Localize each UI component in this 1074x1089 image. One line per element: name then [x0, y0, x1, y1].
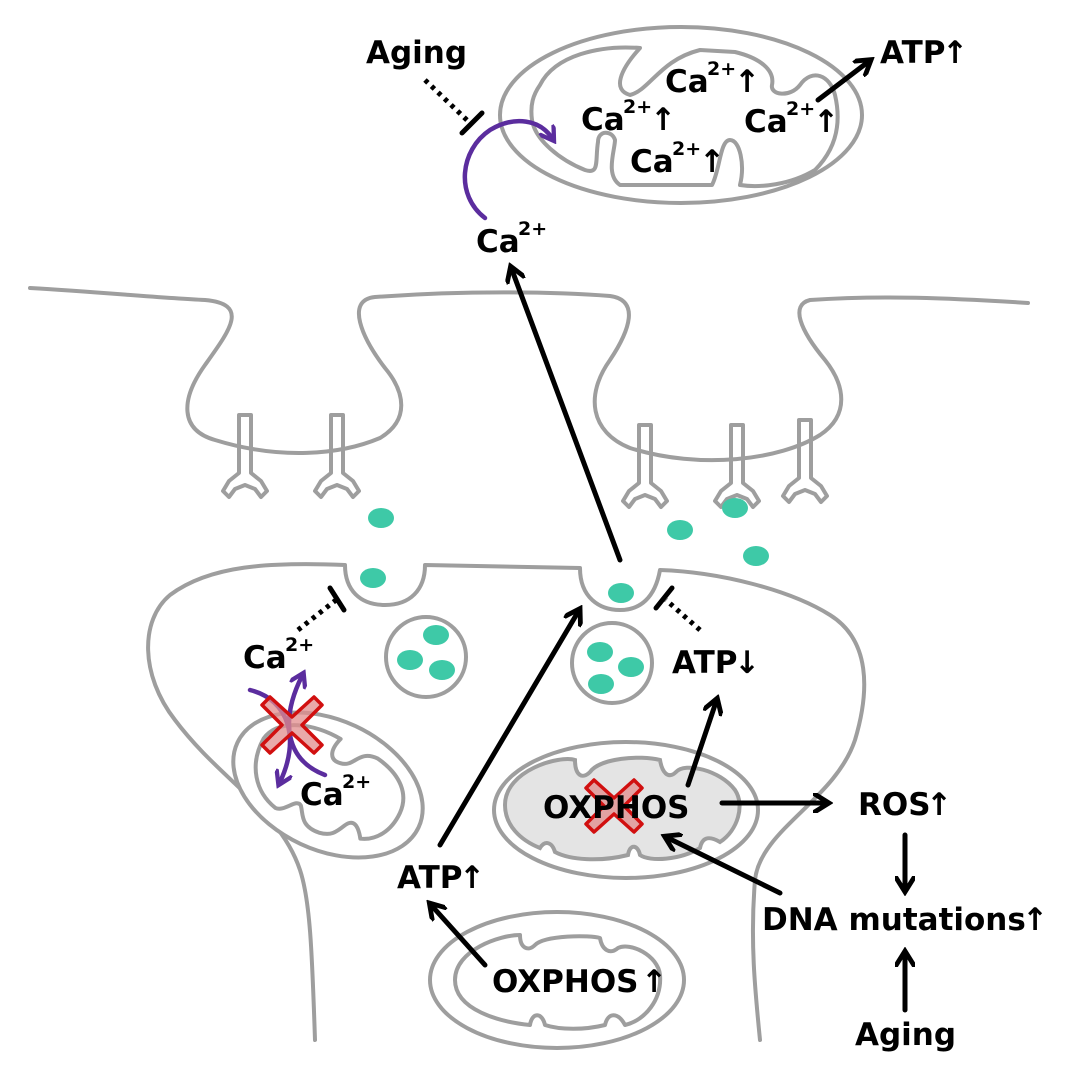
svg-text:↑: ↑ — [734, 64, 760, 100]
receptor — [713, 423, 761, 509]
svg-text:ATP: ATP — [397, 860, 462, 896]
svg-text:Ca: Ca — [476, 224, 520, 260]
ros-up-label: ROS ↑ — [858, 787, 952, 823]
neurotransmitters — [360, 498, 769, 694]
svg-text:ATP: ATP — [880, 35, 945, 71]
svg-text:↑: ↑ — [641, 964, 667, 1000]
dna-to-oxphos-arrow — [668, 838, 783, 896]
svg-text:2+: 2+ — [707, 58, 736, 80]
receptor — [621, 423, 669, 509]
svg-text:2+: 2+ — [285, 634, 314, 656]
calcium-label-d: Ca 2+ ↑ — [630, 138, 725, 180]
release-to-calcium-arrow — [512, 270, 623, 563]
receptor — [313, 413, 361, 499]
blocked-oxphos-x-icon — [584, 778, 644, 834]
svg-text:↑: ↑ — [459, 860, 485, 896]
aging-label-bottom: Aging — [855, 1017, 956, 1053]
svg-text:Ca: Ca — [630, 144, 674, 180]
postsynaptic-mitochondrion — [498, 25, 864, 205]
active-mitochondrion — [428, 910, 686, 1050]
calcium-release-inhibition — [296, 585, 347, 632]
svg-text:↑: ↑ — [813, 104, 839, 140]
svg-text:↑: ↑ — [926, 787, 952, 823]
svg-text:2+: 2+ — [342, 771, 371, 793]
atp-up-label-left: ATP ↑ — [397, 860, 485, 896]
aging-label-top: Aging — [366, 35, 467, 71]
svg-text:↑: ↑ — [1022, 902, 1048, 938]
postsynaptic-membrane — [28, 286, 1030, 463]
calcium-label-left-upper: Ca 2+ — [243, 634, 314, 676]
receptor-group — [221, 413, 829, 509]
dna-mutations-label: DNA mutations ↑ — [762, 902, 1048, 938]
calcium-label-a: Ca 2+ ↑ — [665, 58, 760, 100]
oxphos-damaged-label: OXPHOS — [543, 790, 690, 826]
calcium-label-c: Ca 2+ ↑ — [744, 98, 839, 140]
svg-text:↑: ↑ — [650, 102, 676, 138]
calcium-label-left-lower: Ca 2+ — [300, 771, 371, 813]
oxphos-to-atp-down-arrow — [685, 702, 716, 788]
svg-text:Ca: Ca — [243, 640, 287, 676]
svg-text:2+: 2+ — [786, 98, 815, 120]
presynaptic-membrane — [146, 562, 867, 1042]
svg-text:2+: 2+ — [672, 138, 701, 160]
svg-text:Ca: Ca — [665, 64, 709, 100]
receptor — [221, 413, 269, 499]
oxphos-to-atp-arrow — [432, 906, 488, 968]
atp-to-release-arrow — [437, 612, 578, 848]
atp-release-inhibition — [653, 585, 702, 632]
svg-text:↑: ↑ — [942, 35, 968, 71]
svg-text:Ca: Ca — [581, 102, 625, 138]
atp-release-arrow — [815, 62, 868, 103]
svg-text:↑: ↑ — [699, 144, 725, 180]
blocked-calcium-x-icon — [260, 695, 324, 755]
aging-inhibition — [423, 78, 485, 136]
calcium-mitochondrion — [231, 710, 425, 860]
svg-text:ATP: ATP — [672, 645, 737, 681]
svg-text:2+: 2+ — [518, 218, 547, 240]
oxphos-up-label: OXPHOS ↑ — [492, 964, 667, 1000]
svg-text:↓: ↓ — [734, 645, 760, 681]
calcium-uptake-arrow — [462, 118, 552, 221]
cytosolic-calcium-label: Ca 2+ — [476, 218, 547, 260]
svg-text:Ca: Ca — [744, 104, 788, 140]
svg-text:ROS: ROS — [858, 787, 931, 823]
atp-up-label-top: ATP ↑ — [880, 35, 968, 71]
svg-text:DNA mutations: DNA mutations — [762, 902, 1026, 938]
svg-text:Ca: Ca — [300, 777, 344, 813]
svg-text:2+: 2+ — [623, 96, 652, 118]
receptor — [781, 418, 829, 504]
calcium-label-b: Ca 2+ ↑ — [581, 96, 676, 138]
atp-down-label: ATP ↓ — [672, 645, 760, 681]
svg-text:OXPHOS: OXPHOS — [492, 964, 639, 1000]
